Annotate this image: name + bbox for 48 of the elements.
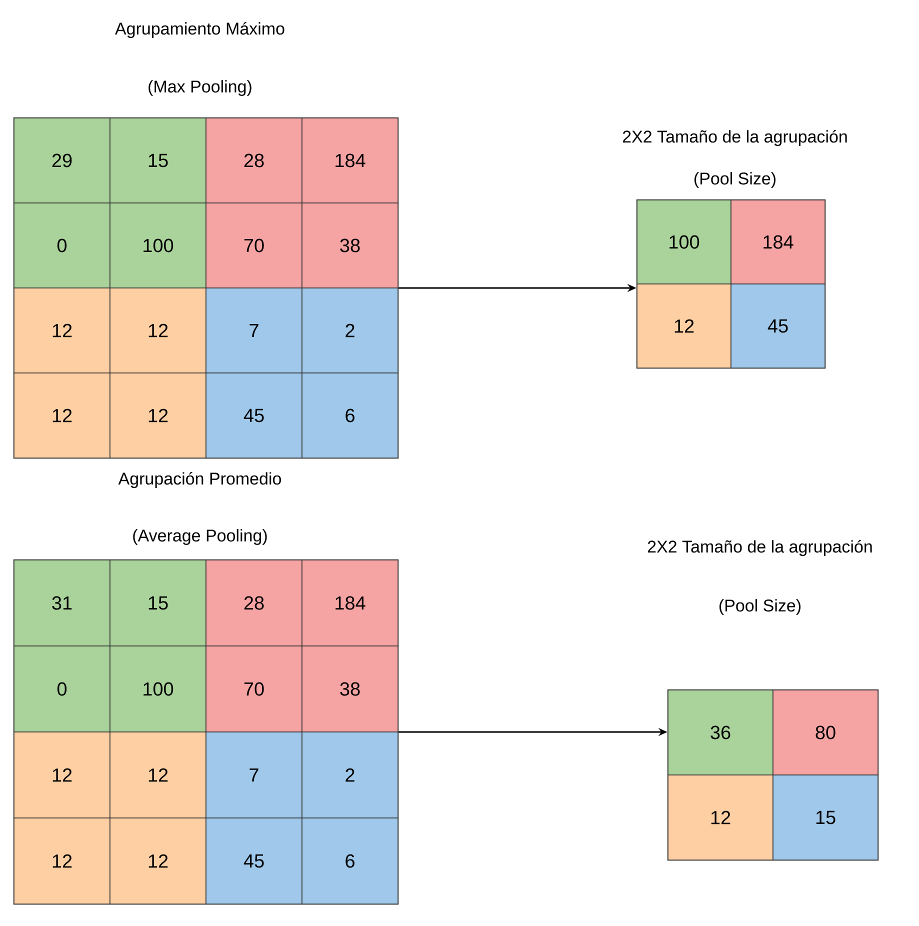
grid-cell: 7 — [206, 732, 302, 818]
subheading: (Pool Size) — [719, 599, 800, 615]
grid-cell: 15 — [110, 560, 206, 646]
grid-cell: 184 — [302, 118, 398, 204]
grid-cell: 12 — [110, 288, 206, 374]
heading: Agrupación Promedio — [118, 472, 281, 488]
subheading: (Average Pooling) — [133, 529, 267, 545]
grid-cell: 12 — [14, 818, 110, 904]
grid-cell: 12 — [14, 288, 110, 374]
grid-cell: 28 — [206, 118, 302, 204]
grid-cell: 15 — [772, 774, 878, 860]
grid-cell: 0 — [14, 646, 110, 732]
grid-cell: 12 — [110, 732, 206, 818]
grid-cell: 100 — [636, 200, 732, 284]
grid-cell: 6 — [302, 818, 398, 904]
grid-cell: 45 — [206, 372, 302, 458]
grid-cell: 7 — [206, 288, 302, 374]
grid-cell: 70 — [206, 646, 302, 732]
grid-cell: 2 — [302, 288, 398, 374]
grid-cell: 29 — [14, 118, 110, 204]
grid-cell: 45 — [206, 818, 302, 904]
grid-cell: 70 — [206, 202, 302, 288]
heading: Agrupamiento Máximo — [115, 22, 284, 38]
grid-cell: 100 — [110, 202, 206, 288]
grid-cell: 12 — [110, 372, 206, 458]
grid-cell: 0 — [14, 202, 110, 288]
grid-cell: 12 — [668, 774, 774, 860]
grid-cell: 6 — [302, 372, 398, 458]
heading: 2X2 Tamaño de la agrupación — [648, 540, 872, 556]
grid-cell: 45 — [730, 284, 826, 368]
grid-cell: 184 — [302, 560, 398, 646]
grid-cell: 38 — [302, 646, 398, 732]
grid-cell: 28 — [206, 560, 302, 646]
grid-cell: 36 — [668, 690, 774, 776]
grid-cell: 31 — [14, 560, 110, 646]
grid-cell: 12 — [636, 284, 732, 368]
grid-cell: 12 — [110, 818, 206, 904]
subheading: (Max Pooling) — [148, 80, 252, 96]
heading: 2X2 Tamaño de la agrupación — [622, 130, 847, 146]
grid-cell: 80 — [772, 690, 878, 776]
grid-cell: 12 — [14, 372, 110, 458]
grid-cell: 12 — [14, 732, 110, 818]
grid-cell: 15 — [110, 118, 206, 204]
grid-cell: 184 — [730, 200, 826, 284]
subheading: (Pool Size) — [694, 172, 776, 188]
grid-cell: 38 — [302, 202, 398, 288]
grid-cell: 100 — [110, 646, 206, 732]
grid-cell: 2 — [302, 732, 398, 818]
